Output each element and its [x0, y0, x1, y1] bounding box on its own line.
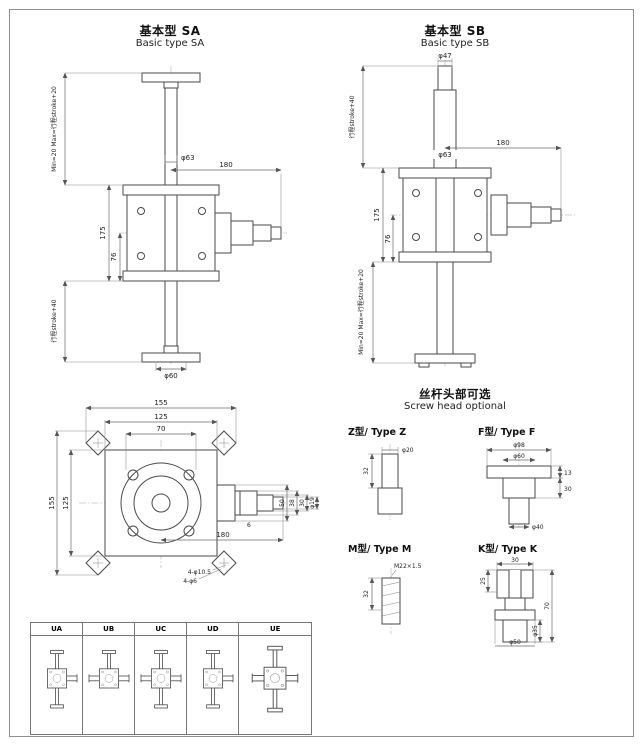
sb-gearbox	[398, 167, 492, 263]
sb-dim-top-stroke: 行程stroke+40	[348, 95, 356, 138]
type-m-dim-thread: M22×1.5	[394, 563, 422, 570]
sa-dim-76: 76	[110, 252, 118, 261]
plan-dim-50: 50	[279, 499, 286, 507]
sb-dim-bottom-stroke: Min=20 Max=行程stroke+20	[357, 269, 365, 355]
sb-title-en: Basic type SB	[420, 38, 490, 49]
type-z-dim-phi20: φ20	[402, 447, 414, 454]
sb-bottom-screw-and-plate	[414, 261, 476, 368]
plan-dim-6: 6	[247, 522, 251, 529]
type-f-dim-30: 30	[564, 486, 572, 493]
plan-dimension-lines	[54, 405, 320, 576]
type-z-dim-32: 32	[363, 467, 370, 475]
type-z-label: Z型/ Type Z	[348, 427, 407, 438]
sa-dim-180: 180	[219, 161, 232, 169]
variant-diagram-ua	[33, 639, 81, 721]
sa-drawing: Min=20 Max=行程stroke+20 行程stroke+40 175 7…	[50, 66, 287, 380]
type-f-drawing: φ98 φ60 13 30 φ40	[486, 442, 572, 531]
screw-head-title: 丝杆头部可选 Screw head optional	[350, 386, 560, 412]
plan-side-shaft	[216, 484, 284, 522]
variant-cell-uc: UC	[135, 623, 188, 734]
variant-cell-ud: UD	[187, 623, 240, 734]
page-border	[9, 9, 634, 737]
plan-dim-30: 30	[299, 499, 306, 507]
variant-label-ue: UE	[239, 623, 311, 636]
type-k-label: K型/ Type K	[478, 544, 538, 555]
screw-head-title-zh: 丝杆头部可选	[419, 387, 491, 401]
plan-drawing: 155 125 70 155 125 50 38 30 φ19 6 180 4-…	[48, 399, 320, 585]
plan-dim-155-top: 155	[154, 399, 167, 407]
screw-head-title-en: Screw head optional	[404, 401, 506, 412]
variant-label-ub: UB	[83, 623, 135, 636]
plan-extension-lines	[55, 408, 319, 580]
sa-gearbox	[122, 184, 220, 282]
sa-title: 基本型 SA Basic type SA	[85, 22, 255, 49]
type-k-drawing: 30 25 φ35 70 φ50	[480, 557, 555, 647]
plan-note-holes-2: 4-φ6	[183, 578, 197, 585]
type-f-dim-13: 13	[564, 470, 572, 477]
sa-bottom-screw-and-plate	[141, 280, 201, 363]
sb-extension-lines	[363, 58, 562, 364]
sb-drawing: φ47 φ63 行程stroke+40 Min=20 Max=行程stroke+…	[348, 52, 575, 368]
plan-dim-125-left: 125	[62, 496, 70, 509]
type-k-dim-phi50: φ50	[509, 639, 521, 646]
type-m-drawing: M22×1.5 32	[363, 563, 422, 634]
sb-title: 基本型 SB Basic type SB	[370, 22, 540, 49]
variant-cell-ue: UE	[239, 623, 311, 734]
type-z-drawing: φ20 32	[363, 444, 414, 520]
sa-title-en: Basic type SA	[135, 38, 205, 49]
plan-dim-phi19: φ19	[309, 497, 316, 509]
sa-title-zh: 基本型 SA	[139, 24, 201, 38]
type-m-label: M型/ Type M	[348, 544, 412, 555]
sa-dim-phi63: φ63	[181, 154, 195, 162]
sa-top-plate-and-screw	[141, 72, 201, 186]
variant-diagram-uc	[137, 639, 185, 721]
variant-cell-ub: UB	[83, 623, 136, 734]
sa-dim-phi60: φ60	[164, 372, 178, 380]
plan-dim-155-left: 155	[48, 496, 56, 509]
sa-dim-bottom-stroke: 行程stroke+40	[50, 299, 58, 342]
sa-input-shaft	[214, 212, 282, 254]
variant-diagram-ue	[243, 639, 307, 721]
plan-tab-crosses	[93, 438, 229, 568]
plan-dim-38: 38	[289, 499, 296, 507]
type-m-dim-32: 32	[363, 590, 370, 598]
plan-dim-180: 180	[216, 531, 229, 539]
type-f-label: F型/ Type F	[478, 427, 536, 438]
sb-dim-phi63: φ63	[438, 151, 452, 159]
type-k-dim-70: 70	[544, 602, 551, 610]
sb-dim-180: 180	[496, 139, 509, 147]
type-f-dim-phi40: φ40	[532, 524, 544, 531]
plan-note-holes-1: 4-φ10.5	[188, 569, 211, 576]
variants-box: UA UB UC UD UE	[30, 622, 312, 735]
variant-label-ud: UD	[187, 623, 239, 636]
sb-dim-76: 76	[384, 234, 392, 243]
sb-title-zh: 基本型 SB	[424, 24, 486, 38]
sb-dim-175: 175	[373, 208, 381, 221]
variant-diagram-ub	[85, 639, 133, 721]
sa-dimension-lines	[62, 72, 282, 372]
variant-diagram-ud	[189, 639, 237, 721]
type-k-dim-25: 25	[480, 577, 487, 585]
variant-cell-ua: UA	[31, 623, 84, 734]
sa-dim-top-stroke: Min=20 Max=行程stroke+20	[50, 86, 58, 172]
sb-dim-phi47: φ47	[438, 52, 452, 60]
plan-bores-and-bolts	[120, 462, 202, 544]
type-f-dim-phi98: φ98	[513, 442, 525, 449]
sa-dim-175: 175	[99, 226, 107, 239]
plan-dim-70: 70	[157, 425, 166, 433]
type-f-dim-phi60: φ60	[513, 453, 525, 460]
variant-label-uc: UC	[135, 623, 187, 636]
type-k-dim-30: 30	[511, 557, 519, 564]
type-k-dim-phi35: φ35	[532, 625, 539, 637]
sb-dimension-lines	[360, 60, 562, 364]
sb-input-shaft	[490, 194, 562, 236]
sa-extension-lines	[65, 72, 282, 371]
variant-label-ua: UA	[31, 623, 83, 636]
plan-dim-125-top: 125	[154, 413, 167, 421]
